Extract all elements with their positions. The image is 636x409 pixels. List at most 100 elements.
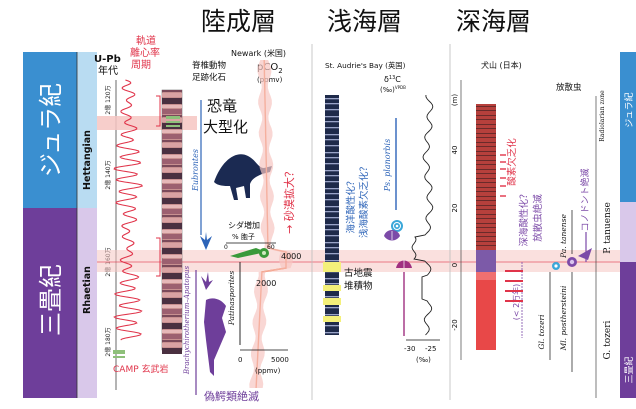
fern-axis-60: 60: [267, 244, 275, 251]
paleoseismic-label-1: 古地震: [344, 267, 373, 279]
newark-stripe: [162, 140, 182, 142]
newark-stripe: [162, 255, 182, 258]
newark-stripe: [162, 223, 182, 229]
st-audrie-stripe: [325, 145, 339, 147]
conodont-icon: [578, 248, 592, 260]
st-audrie-stripe: [325, 332, 339, 334]
svg-text:(‰)VPDB: (‰)VPDB: [380, 85, 406, 94]
newark-stripe: [162, 230, 182, 233]
jurassic-bar: [23, 52, 77, 208]
radiolarian-header: 放散虫: [556, 82, 582, 93]
pco2-axis-unit: (ppmv): [255, 367, 281, 375]
fern-axis-0: 0: [224, 244, 228, 251]
stage-hettangian-label: Hettangian: [82, 130, 93, 190]
inuyama-stripe: [476, 232, 496, 233]
st-audrie-stripe: [325, 103, 339, 105]
newark-stripe: [162, 205, 182, 208]
patanense-label: Pa. tanense: [559, 214, 568, 259]
st-audrie-stripe: [325, 296, 339, 298]
green-stripes: [166, 116, 180, 127]
inuyama-stripe: [476, 106, 496, 107]
pco2-axis-0: 0: [238, 356, 242, 364]
inuyama-stripe: [476, 128, 496, 129]
inuyama-stripe: [476, 191, 496, 192]
st-audrie-stripe: [325, 139, 339, 141]
newark-stripe: [162, 259, 182, 264]
newark-stripe: [162, 109, 182, 114]
newark-stripe: [162, 334, 182, 339]
inuyama-stripe: [476, 115, 496, 116]
st-audrie-stripe: [325, 314, 339, 316]
pco2-unit: (ppmv): [257, 76, 283, 84]
newark-stripe: [162, 180, 182, 183]
upb-age-2: 2億 140万: [104, 160, 112, 189]
triassic-bar: [23, 208, 77, 398]
header-land: 陸成層: [201, 7, 276, 36]
newark-stripe: [162, 168, 182, 172]
upb-age-4: 2億 180万: [104, 327, 112, 356]
inuyama-unit: (m): [451, 94, 459, 107]
newark-stripe: [162, 248, 182, 254]
st-audrie-stripe: [325, 224, 339, 226]
newark-stripe: [162, 218, 182, 222]
pseudosuchian-extinction-label: 偽鰐類絶滅: [204, 389, 259, 403]
newark-stripe: [162, 348, 182, 354]
inuyama-stripe: [476, 196, 496, 197]
right-jurassic-label: ジュラ紀: [623, 92, 635, 127]
inuyama-title: 犬山 (日本): [481, 60, 522, 70]
newark-stripe: [162, 215, 182, 217]
inuyama-stripe: [476, 223, 496, 224]
newark-stripe: [162, 90, 182, 92]
shallow-anoxia-label: 浅海酸素欠乏化？: [358, 162, 370, 238]
d13c-axis-a: -30: [404, 345, 415, 353]
bivalve-icon-2: [396, 260, 412, 268]
gl-tozeri-label: Gl. tozeri: [537, 314, 546, 350]
inuyama-tick-20: 20: [451, 204, 459, 213]
inuyama-stripe: [476, 205, 496, 206]
vertebrate-label-1: 脊椎動物: [192, 60, 227, 71]
st-audrie-stripe: [325, 181, 339, 183]
st-audrie-stripe: [325, 170, 339, 172]
newark-stripe: [162, 193, 182, 197]
newark-stripe: [162, 284, 182, 289]
inuyama-stripe: [476, 160, 496, 161]
stage-rhaetian-label: Rhaetian: [82, 266, 93, 314]
newark-stripe: [162, 148, 182, 154]
camp-label: CAMP 玄武岩: [113, 363, 169, 375]
newark-stripe: [162, 118, 182, 122]
newark-stripe: [162, 143, 182, 147]
right-jurassic-bar: [620, 52, 636, 202]
conodont-extinction-label: コノドント絶滅: [579, 168, 591, 231]
newark-stripe: [162, 309, 182, 314]
newark-stripe: [162, 265, 182, 267]
newark-stripe: [162, 330, 182, 333]
st-audrie-stripe: [325, 175, 339, 177]
upb-age-1: 2億 120万: [104, 85, 112, 114]
inuyama-stripe: [476, 155, 496, 156]
st-audrie-stripe: [325, 193, 339, 195]
inuyama-stripe: [476, 119, 496, 120]
newark-stripe: [162, 159, 182, 164]
st-audrie-stripe: [325, 229, 339, 231]
inuyama-stripe: [476, 124, 496, 125]
inuyama-stripe: [476, 227, 496, 228]
inuyama-stripe: [476, 164, 496, 165]
st-audrie-stripe: [325, 260, 339, 262]
orbital-label-1: 軌道: [136, 34, 156, 47]
newark-stripe: [162, 165, 182, 167]
newark-stripe: [162, 305, 182, 308]
newark-stripe: [162, 173, 182, 179]
newark-stripe: [162, 280, 182, 283]
inuyama-stripe: [476, 142, 496, 143]
bivalve-icon: [384, 230, 400, 241]
newark-stripe: [162, 184, 182, 189]
st-audrie-stripe: [325, 116, 339, 118]
orbital-eccentricity-curve: [113, 79, 144, 341]
ml-posthersteini-label: Ml. posthersteini: [559, 285, 568, 351]
desert-expansion-label: → 砂漠拡大？: [282, 166, 296, 234]
paleoseismic-label-2: 堆積物: [344, 280, 373, 292]
st-audrie-stripe: [325, 157, 339, 159]
st-audrie-title: St. Audrie's Bay (英国): [325, 61, 406, 70]
inuyama-stripe: [476, 182, 496, 183]
newark-stripe: [162, 130, 182, 133]
